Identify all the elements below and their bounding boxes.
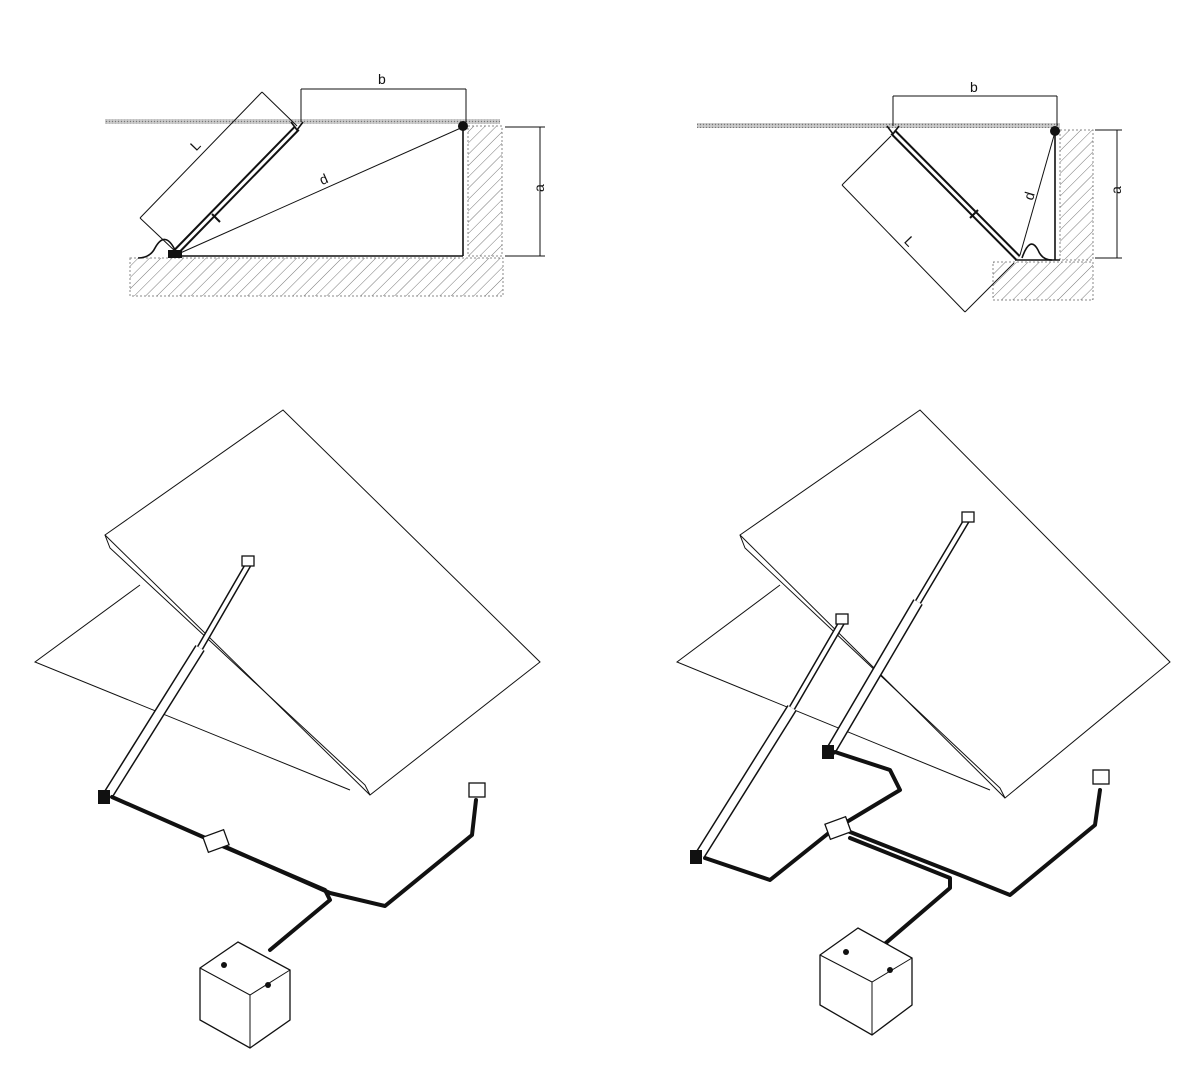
hatch-panel-right xyxy=(739,409,1171,799)
isometric-view-dual-actuator xyxy=(675,409,1171,1036)
switch-left xyxy=(468,782,486,798)
ceiling-right xyxy=(697,123,1060,128)
label-a-left: a xyxy=(531,184,547,192)
junction-box-left xyxy=(202,828,230,854)
battery-right xyxy=(819,927,913,1036)
label-d-right: d xyxy=(1020,190,1038,202)
dimension-a-left: a xyxy=(505,126,547,257)
battery-left xyxy=(199,941,291,1049)
label-a-right: a xyxy=(1108,186,1124,194)
floor-right xyxy=(992,261,1094,301)
label-b-left: b xyxy=(378,71,386,87)
dimension-b-left: b xyxy=(300,71,467,122)
actuator-left xyxy=(173,125,300,255)
actuator-right xyxy=(890,129,1021,261)
ceiling-left xyxy=(105,119,500,124)
junction-box-right xyxy=(824,815,852,841)
label-L-right: L xyxy=(901,233,918,250)
dimension-a-right: a xyxy=(1095,129,1124,259)
isometric-view-single-actuator xyxy=(33,409,541,1049)
hatch-panel-left xyxy=(104,409,541,796)
dimension-b-right: b xyxy=(892,79,1058,126)
actuator-iso-right-1 xyxy=(690,613,849,864)
actuator-iso-left xyxy=(98,555,255,804)
ground-plane-left xyxy=(33,584,351,791)
d-line-right xyxy=(1019,131,1056,256)
actuator-iso-right-2 xyxy=(822,511,975,759)
ground-plane-right xyxy=(675,584,991,791)
floor-left xyxy=(129,257,504,297)
label-L-left: L xyxy=(187,137,204,154)
dimension-L-left: L xyxy=(139,91,298,253)
wall-left xyxy=(467,125,503,257)
side-view-left: L b d a xyxy=(105,71,547,297)
pivot-left xyxy=(458,121,468,131)
label-b-right: b xyxy=(970,79,978,95)
wall-right xyxy=(1059,129,1094,261)
pivot-right xyxy=(1050,126,1060,136)
cable-left xyxy=(110,795,478,908)
cable-right xyxy=(703,750,902,882)
switch-right xyxy=(1092,769,1110,785)
label-d-left: d xyxy=(317,170,331,188)
d-line-left xyxy=(177,126,464,255)
side-view-right: L b d a xyxy=(697,79,1124,313)
